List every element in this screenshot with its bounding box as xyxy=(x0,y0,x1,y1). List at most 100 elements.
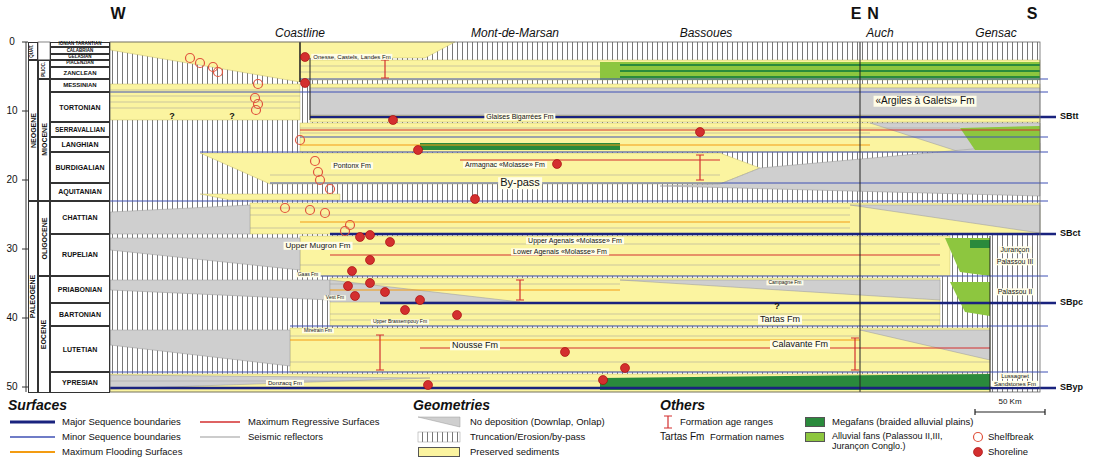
no-deposition-wedge xyxy=(620,280,940,300)
formation-name: Donzacq Fm xyxy=(266,380,304,386)
stage-name: GELASIAN xyxy=(68,55,91,60)
chart-label: Mont-de-Marsan xyxy=(471,27,559,40)
shelfbreak-circle xyxy=(321,209,330,218)
epoch-cell: PLIOC. xyxy=(38,60,50,79)
shelfbreak-circle xyxy=(311,157,320,166)
epoch-name: QUAT. xyxy=(31,44,36,57)
shoreline-dot xyxy=(386,238,395,247)
formation-name: Lower Agenais «Molasse» Fm xyxy=(511,248,609,255)
shoreline-dot xyxy=(356,233,365,242)
formation-age-range xyxy=(851,338,859,370)
preserved-sediments xyxy=(250,203,1040,234)
epoch-cell: OLIGOCENE xyxy=(38,201,50,276)
legend-sample xyxy=(975,409,1045,415)
shoreline-dot xyxy=(561,348,570,357)
maximum-flooding-surface xyxy=(290,145,870,340)
preserved-sediments xyxy=(200,194,340,200)
major-sequence-boundary xyxy=(110,117,1056,388)
chart-label: ? xyxy=(774,302,780,311)
shoreline-dot xyxy=(389,116,398,125)
epoch-cell: EOCENE xyxy=(38,276,50,393)
formation-name: Nousse Fm xyxy=(450,341,500,350)
legend-sample xyxy=(10,409,1045,457)
formation-name: Palassou III xyxy=(995,258,1036,265)
legend-sample xyxy=(200,437,240,438)
formation-name: Gaas Fm xyxy=(296,272,321,277)
epoch-name: PALEOGENE xyxy=(30,275,37,318)
no-deposition-wedge xyxy=(110,280,330,300)
chart-label: Geometries xyxy=(413,398,490,413)
chart-label: E xyxy=(851,6,862,23)
stage-name: CHATTIAN xyxy=(62,214,97,221)
stage-name: YPRESIAN xyxy=(62,379,98,386)
legend-swatch xyxy=(418,447,460,457)
formation-name: Campagne Fm xyxy=(766,280,803,285)
formation-name: Armagnac «Molasse» Fm xyxy=(463,161,547,168)
formation-name: Upper Brassempouy Fm xyxy=(371,319,429,324)
stage-cell: CHATTIAN xyxy=(50,201,110,234)
stage-cell: CALABRIAN xyxy=(50,47,110,54)
chart-label: 0 xyxy=(9,37,15,48)
shoreline-dot xyxy=(301,53,705,390)
no-deposition-wedge xyxy=(850,205,1040,233)
epoch-name: EOCENE xyxy=(41,319,48,349)
formation-age-range xyxy=(516,280,524,300)
stage-name: PIACENZIAN xyxy=(66,61,94,66)
shelfbreak-circle xyxy=(196,59,205,68)
chart-label: ? xyxy=(169,112,175,121)
preserved-sediments xyxy=(110,374,990,392)
chart-label: N xyxy=(867,6,879,23)
formation-name: By-pass xyxy=(498,177,542,189)
formation-name: Jurançon xyxy=(999,246,1032,253)
formation-name: «Argiles à Galets» Fm xyxy=(874,96,977,107)
no-deposition-wedge xyxy=(330,280,520,302)
shelfbreak-circle xyxy=(316,176,325,185)
shoreline-dot xyxy=(301,79,310,88)
minor-sequence-boundary xyxy=(110,79,1048,372)
formation-name: Sandstones Fm xyxy=(992,381,1038,387)
no-deposition-wedge xyxy=(860,330,990,360)
section-divider xyxy=(299,42,301,82)
chart-label: Auch xyxy=(866,27,893,40)
legend-text: Formation names xyxy=(710,432,784,443)
legend-swatch xyxy=(805,432,825,442)
legend-text: Alluvial fans (Palassou II,III, Jurançon… xyxy=(832,431,967,452)
chart-label: 50 Km xyxy=(998,398,1021,406)
shelfbreak-circle xyxy=(254,100,263,109)
shoreline-dot xyxy=(401,306,410,315)
stage-name: PRIABONIAN xyxy=(58,286,102,293)
stage-name: LUTETIAN xyxy=(63,346,98,353)
legend-text: Shoreline xyxy=(988,447,1028,458)
legend-text: Maximum Flooding Surfaces xyxy=(62,447,182,458)
chart-label: Bassoues xyxy=(680,27,733,40)
shoreline-dot xyxy=(366,279,375,288)
shelfbreak-circle xyxy=(326,185,335,194)
chart-label: SByp xyxy=(1060,383,1083,392)
epoch-cell: NEOGENE xyxy=(28,60,38,201)
shoreline-dot xyxy=(301,53,310,62)
shelfbreak-circle xyxy=(341,227,350,236)
section-divider xyxy=(310,58,311,120)
epoch-cell: QUAT. xyxy=(28,42,38,60)
no-deposition-wedge xyxy=(110,238,300,270)
shoreline-dot xyxy=(366,231,375,240)
chart-label: Others xyxy=(660,398,705,413)
chart-label: S xyxy=(1027,6,1038,23)
shoreline-dot xyxy=(424,381,433,390)
megafan-fill xyxy=(600,62,1040,80)
time-axis xyxy=(22,42,50,392)
shelfbreak-circle xyxy=(306,206,315,215)
stage-cell: PIACENZIAN xyxy=(50,60,110,67)
legend-text: Maximum Regressive Surfaces xyxy=(248,417,379,428)
legend-sample xyxy=(10,436,55,438)
chart-frame xyxy=(110,42,1040,392)
section-divider xyxy=(300,42,990,392)
stage-name: LANGHIAN xyxy=(62,141,99,148)
megafan-fill xyxy=(970,240,990,248)
shelfbreak-circle xyxy=(186,54,195,63)
seismic-reflector xyxy=(110,66,990,381)
preserved-sediments xyxy=(310,84,1040,88)
stage-cell: LUTETIAN xyxy=(50,326,110,372)
